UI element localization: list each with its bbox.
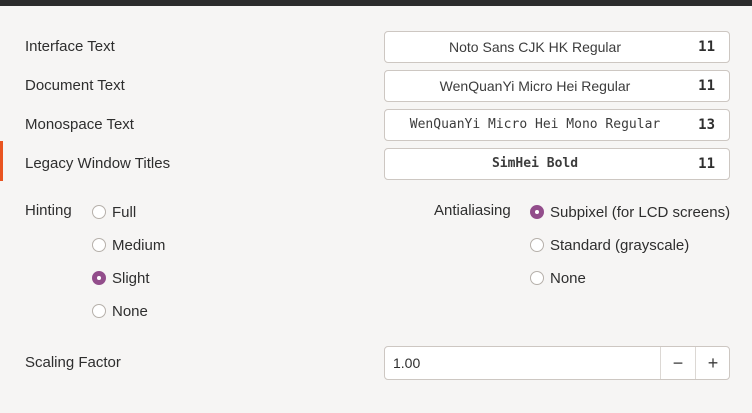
antialiasing-none-radio-indicator [530,271,544,285]
hinting-full-radio-indicator [92,205,106,219]
interface-text-label: Interface Text [25,38,115,55]
document-text-font-button[interactable]: WenQuanYi Micro Hei Regular 11 [384,70,730,102]
antialiasing-subpixel-radio[interactable]: Subpixel (for LCD screens) [530,202,730,222]
hinting-none-radio-indicator [92,304,106,318]
hinting-label: Hinting [25,202,72,219]
hinting-full-radio[interactable]: Full [92,202,136,222]
hinting-slight-label: Slight [112,269,150,287]
hinting-none-radio[interactable]: None [92,301,148,321]
scaling-decrease-button[interactable]: − [660,347,695,379]
document-text-font-size: 11 [698,78,715,94]
monospace-text-font-name: WenQuanYi Micro Hei Mono Regular [409,117,661,132]
monospace-text-font-button[interactable]: WenQuanYi Micro Hei Mono Regular 13 [384,109,730,141]
document-text-label: Document Text [25,77,125,94]
hinting-none-label: None [112,302,148,320]
monospace-text-label: Monospace Text [25,116,134,133]
scaling-factor-label: Scaling Factor [25,354,121,371]
antialiasing-subpixel-label: Subpixel (for LCD screens) [550,203,731,221]
antialiasing-standard-radio[interactable]: Standard (grayscale) [530,235,689,255]
antialiasing-standard-radio-indicator [530,238,544,252]
scaling-factor-input[interactable]: 1.00 [393,355,421,371]
antialiasing-label: Antialiasing [434,202,511,219]
scaling-increase-button[interactable]: + [695,347,730,379]
antialiasing-none-label: None [550,269,586,287]
monospace-text-font-size: 13 [698,117,715,133]
legacy-window-titles-font-button[interactable]: SimHei Bold 11 [384,148,730,180]
hinting-medium-radio-indicator [92,238,106,252]
selection-accent-bar [0,141,3,181]
interface-text-font-name: Noto Sans CJK HK Regular [449,39,621,55]
antialiasing-none-radio[interactable]: None [530,268,586,288]
legacy-window-titles-label: Legacy Window Titles [25,155,171,172]
antialiasing-subpixel-radio-indicator [530,205,544,219]
hinting-medium-label: Medium [112,236,166,254]
legacy-window-titles-font-size: 11 [698,156,715,172]
hinting-full-label: Full [112,203,137,221]
scaling-factor-spinbutton: 1.00 − + [384,346,730,380]
document-text-font-name: WenQuanYi Micro Hei Regular [439,78,631,94]
hinting-slight-radio[interactable]: Slight [92,268,150,288]
interface-text-font-size: 11 [698,39,715,55]
hinting-slight-radio-indicator [92,271,106,285]
antialiasing-standard-label: Standard (grayscale) [550,236,690,254]
interface-text-font-button[interactable]: Noto Sans CJK HK Regular 11 [384,31,730,63]
hinting-medium-radio[interactable]: Medium [92,235,165,255]
legacy-window-titles-font-name: SimHei Bold [491,156,579,171]
window-top-bar [0,0,752,6]
